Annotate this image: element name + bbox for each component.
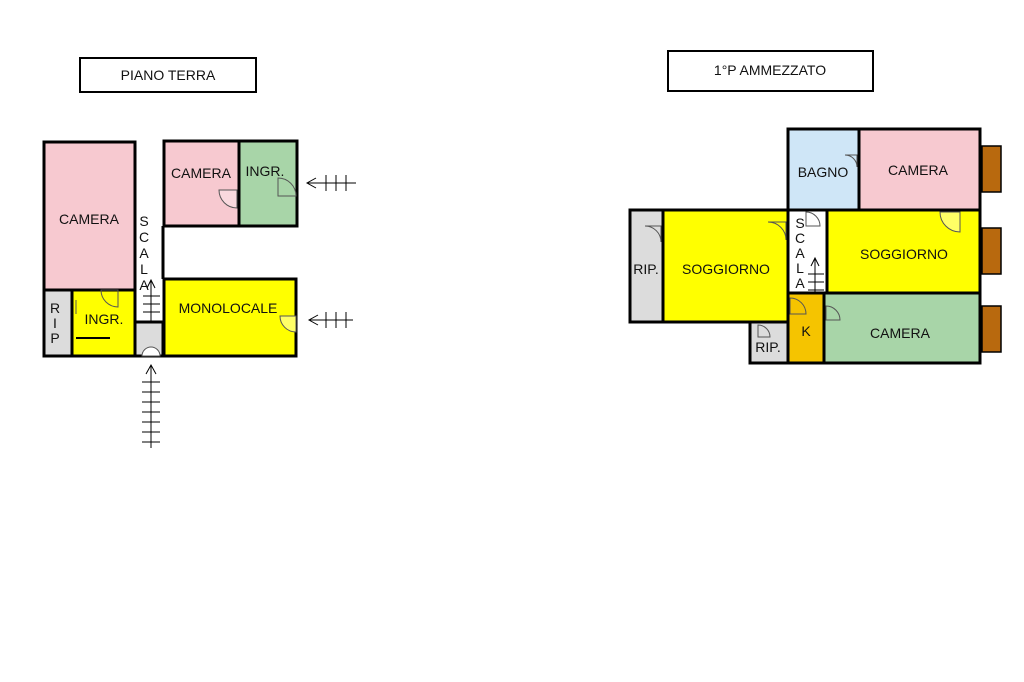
label-soggiorno-left: SOGGIORNO	[682, 261, 770, 277]
mezzanine-title-box	[667, 50, 874, 92]
label-scala-m-3: A	[795, 245, 805, 261]
label-scala-m-5: A	[795, 275, 805, 291]
stair-arrow-ground	[143, 278, 160, 322]
label-camera-small: CAMERA	[171, 165, 232, 181]
mezzanine-title: 1°P AMMEZZATO	[714, 62, 826, 78]
label-ingresso-green: INGR.	[246, 163, 285, 179]
room-rip-bottom	[750, 322, 789, 363]
entry-arrow-monolocale	[307, 312, 353, 328]
mezzanine-walls	[628, 127, 982, 365]
stair-mezzanine	[789, 211, 827, 293]
room-camera-top	[859, 130, 980, 210]
room-ingresso-green	[239, 142, 297, 226]
room-rip	[45, 290, 72, 356]
label-kitchen: K	[801, 323, 811, 339]
room-rip-left	[631, 211, 663, 322]
label-monolocale: MONOLOCALE	[179, 300, 278, 316]
label-camera-large: CAMERA	[59, 211, 120, 227]
label-rip-bottom: RIP.	[755, 339, 780, 355]
label-scala-2: C	[139, 229, 149, 245]
room-monolocale	[165, 280, 296, 356]
ground-floor-title-box	[79, 57, 257, 93]
label-scala-m-2: C	[795, 230, 805, 246]
label-scala-m-4: L	[796, 260, 804, 276]
ground-floor-title: PIANO TERRA	[121, 67, 216, 83]
balcony-3	[981, 305, 1002, 353]
label-bagno: BAGNO	[798, 164, 849, 180]
ground-floor-doors	[75, 177, 297, 357]
room-camera-large	[45, 142, 134, 290]
room-camera-small	[165, 142, 239, 226]
label-rip-left: RIP.	[633, 261, 658, 277]
room-soggiorno-left	[663, 211, 788, 322]
room-bagno	[789, 130, 859, 210]
mezzanine-floor-plan: 1°P AMMEZZATO BAGNO CAMERA RIP. SOGGIORN…	[628, 50, 1002, 365]
label-scala-m-1: S	[795, 215, 804, 231]
room-camera-bottom	[824, 293, 980, 363]
ground-floor-plan: PIANO TERRA CAMERA R I P INGR. S C A L A	[42, 57, 356, 448]
entry-arrow-camera	[305, 175, 356, 191]
label-soggiorno-right: SOGGIORNO	[860, 246, 948, 262]
label-rip-2: I	[53, 315, 57, 331]
label-rip-1: R	[50, 300, 60, 316]
mezzanine-doors	[644, 154, 961, 338]
room-ingresso-small	[72, 290, 134, 356]
balcony-1	[981, 145, 1002, 193]
label-rip-3: P	[50, 330, 59, 346]
label-scala-1: S	[139, 213, 148, 229]
balcony-2	[981, 227, 1002, 275]
label-camera-bottom: CAMERA	[870, 325, 931, 341]
label-scala-5: A	[139, 277, 149, 293]
room-kitchen	[789, 293, 824, 363]
label-scala-3: A	[139, 245, 149, 261]
label-ingresso-small: INGR.	[85, 311, 124, 327]
label-camera-top: CAMERA	[888, 162, 949, 178]
entry-arrow-main	[142, 363, 160, 448]
stair-column	[135, 210, 163, 322]
label-scala-4: L	[140, 261, 148, 277]
stair-arrow-mezzanine	[808, 256, 824, 292]
